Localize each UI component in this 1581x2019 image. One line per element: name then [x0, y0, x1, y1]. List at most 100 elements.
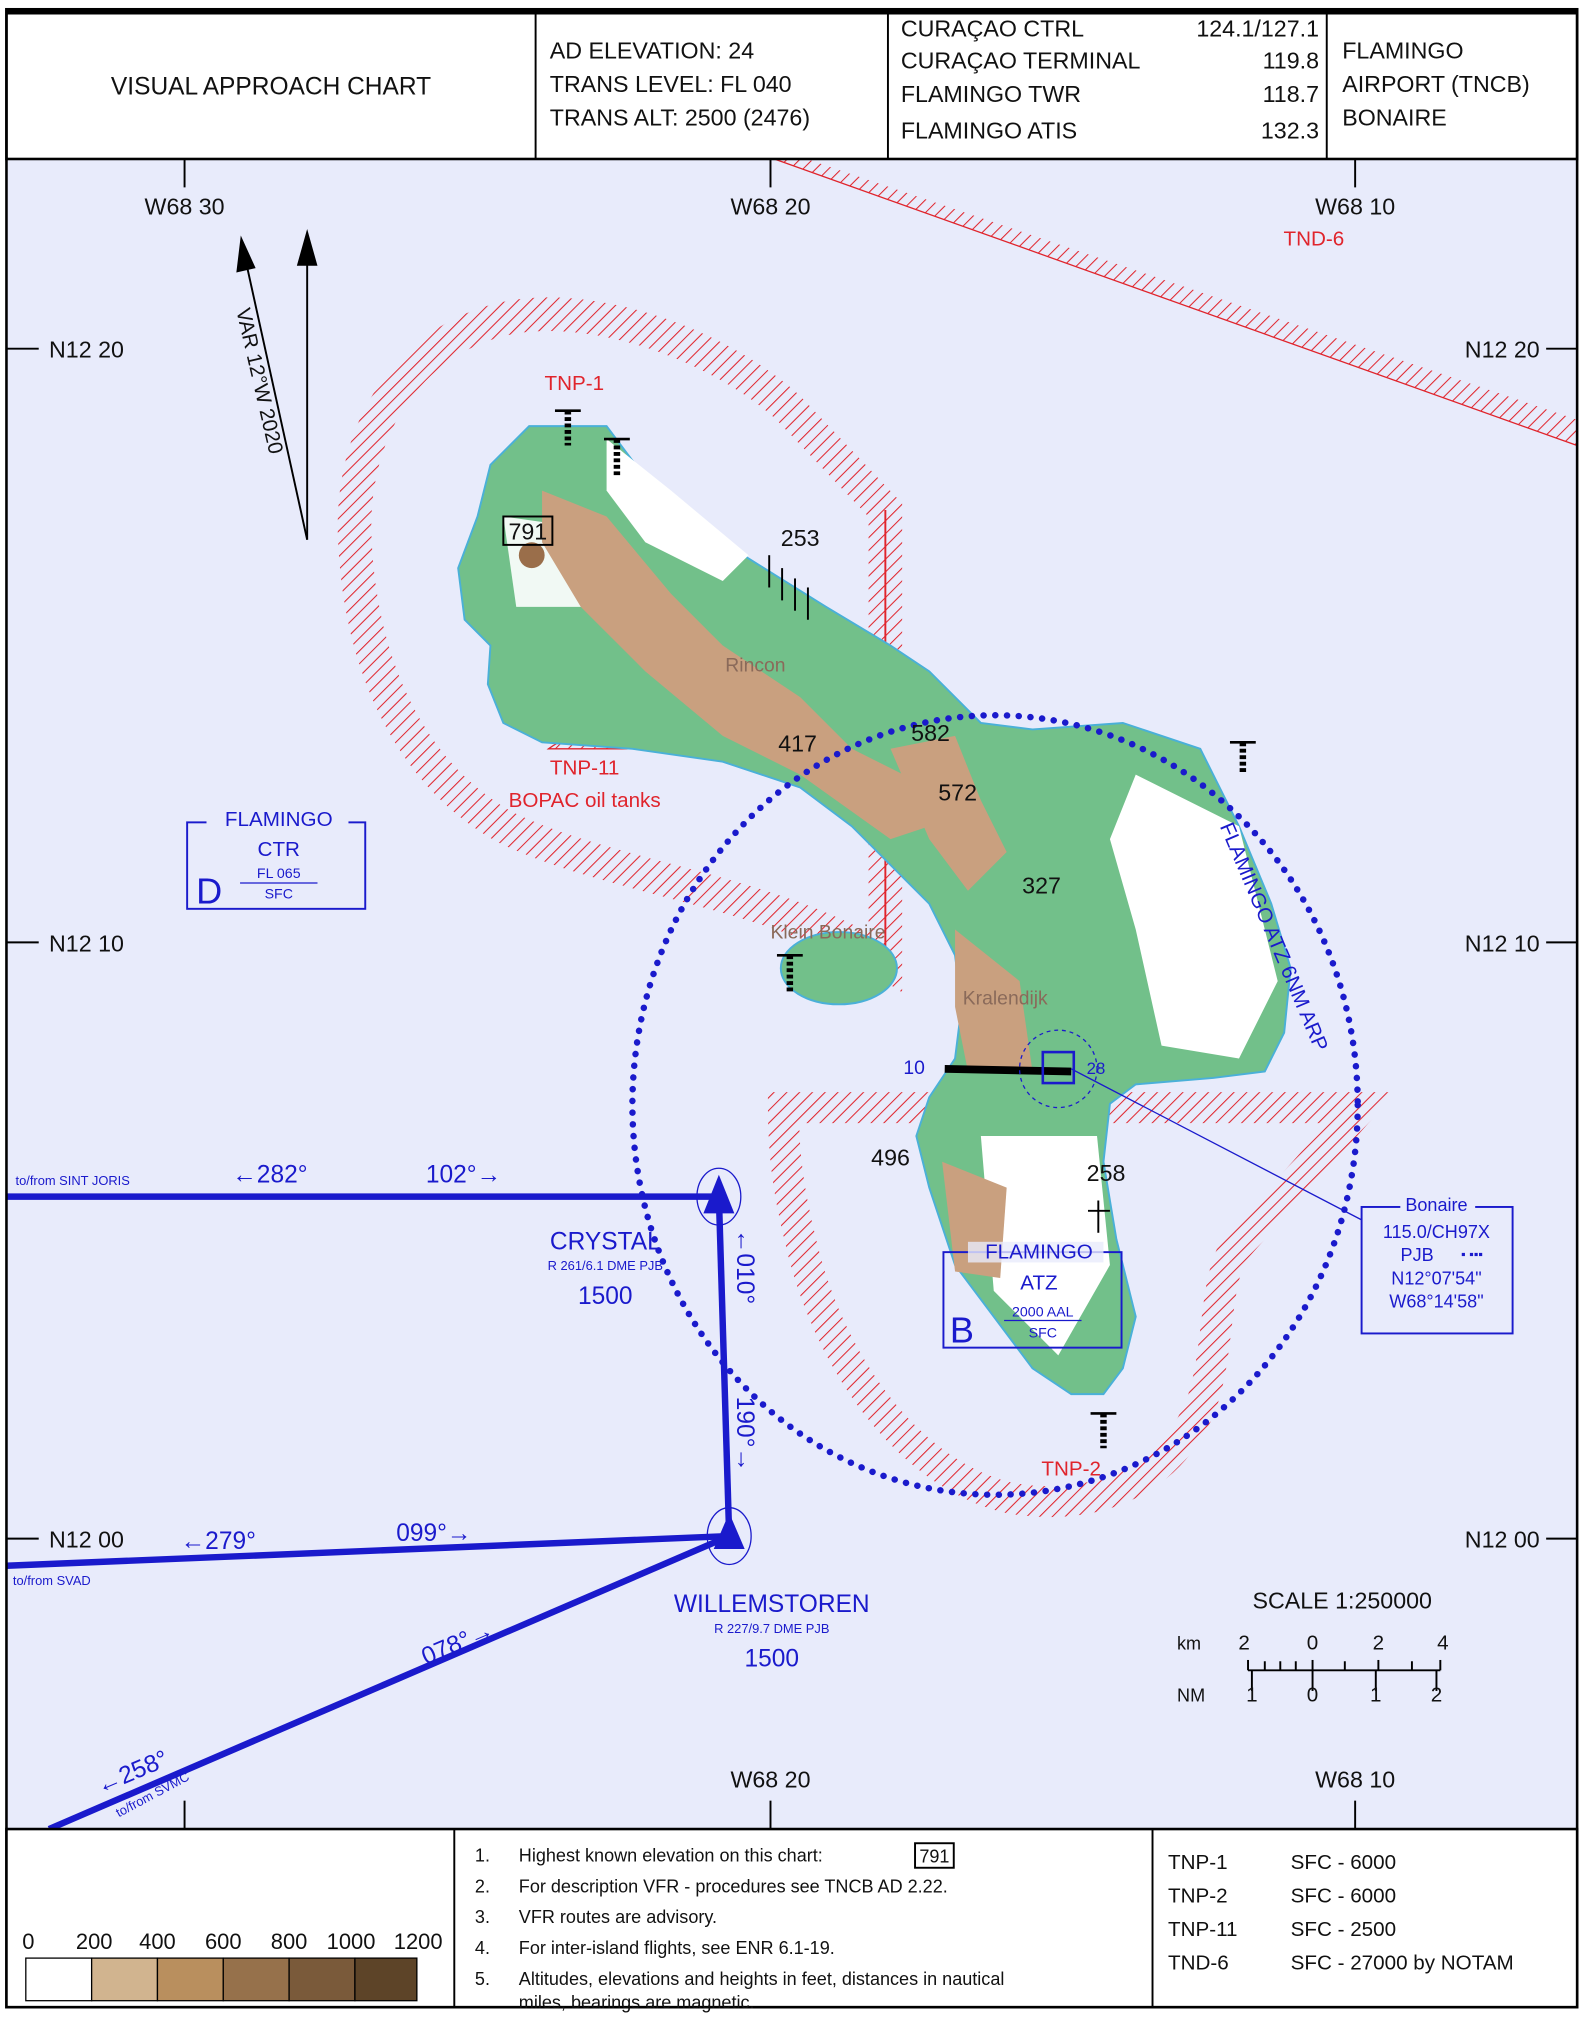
airport-location: BONAIRE — [1342, 104, 1447, 130]
svg-text:4.: 4. — [475, 1938, 490, 1958]
map-area[interactable] — [6, 158, 1578, 1830]
airport-name: FLAMINGO — [1342, 37, 1463, 63]
bonaire-island — [457, 425, 1292, 1396]
svg-text:SFC - 2500: SFC - 2500 — [1291, 1918, 1396, 1941]
svg-text:2000 AAL: 2000 AAL — [1012, 1305, 1074, 1321]
bearing-label: ←010° — [731, 1229, 758, 1304]
crystal-waypoint-icon[interactable] — [696, 1167, 742, 1226]
lon-label: W68 30 — [145, 193, 225, 219]
svg-text:1.: 1. — [475, 1845, 490, 1865]
svg-text:4: 4 — [1437, 1632, 1448, 1655]
route-label: to/from SINT JORIS — [15, 1173, 129, 1188]
tnp1-label: TNP-1 — [545, 372, 605, 395]
svg-text:2: 2 — [1431, 1683, 1442, 1706]
lat-label: N12 10 — [1465, 930, 1540, 956]
highest-elevation-box — [502, 515, 554, 546]
tnp2-area — [767, 1092, 1397, 1518]
lighthouse-icon — [554, 409, 1256, 1449]
ad-elevation: AD ELEVATION: 24 — [550, 37, 754, 63]
tnp2-label: TNP-2 — [1041, 1457, 1101, 1480]
lon-label: W68 20 — [730, 193, 810, 219]
lat-label: N12 10 — [49, 930, 124, 956]
svg-text:PJB: PJB — [1401, 1245, 1434, 1265]
svg-text:132.3: 132.3 — [1261, 117, 1319, 143]
svg-text:CURAÇAO TERMINAL: CURAÇAO TERMINAL — [901, 48, 1141, 74]
elevation-label: 582 — [911, 720, 950, 746]
svg-text:1: 1 — [1370, 1683, 1381, 1706]
elevation-label: 417 — [778, 730, 817, 756]
svg-text:For description VFR - procedur: For description VFR - procedures see TNC… — [519, 1876, 948, 1896]
svg-text:ATZ: ATZ — [1020, 1272, 1057, 1295]
atz-ring — [629, 712, 1361, 1498]
svg-text:Bonaire: Bonaire — [1405, 1195, 1467, 1215]
tnp11-desc: BOPAC oil tanks — [509, 789, 661, 812]
svg-text:NM: NM — [1177, 1685, 1205, 1705]
svg-text:D: D — [196, 871, 222, 912]
svg-text:Highest known elevation on thi: Highest known elevation on this chart: — [519, 1845, 823, 1865]
elevation-label: 572 — [938, 779, 977, 805]
lat-label: N12 20 — [49, 337, 124, 363]
chart-title: VISUAL APPROACH CHART — [111, 73, 431, 100]
airport-name: AIRPORT (TNCB) — [1342, 71, 1529, 97]
tnd6-area — [774, 158, 1578, 447]
svg-text:VFR routes are advisory.: VFR routes are advisory. — [519, 1907, 717, 1927]
svg-text:2: 2 — [1238, 1632, 1249, 1655]
svg-text:124.1/127.1: 124.1/127.1 — [1196, 15, 1319, 41]
svg-text:5.: 5. — [475, 1969, 490, 1989]
klein-bonaire-island — [779, 931, 898, 1006]
svg-text:FL 065: FL 065 — [257, 866, 301, 882]
ctr-box: FLAMINGO CTR D FL 065 SFC — [186, 808, 367, 912]
elevation-label: 253 — [781, 525, 820, 551]
svg-text:B: B — [950, 1309, 974, 1350]
bearing-label: ←279° — [181, 1528, 256, 1555]
svg-text:800: 800 — [271, 1929, 308, 1954]
waypoint-altitude: 1500 — [745, 1645, 800, 1672]
svg-text:2.: 2. — [475, 1876, 490, 1896]
elevation-label: 327 — [1022, 872, 1061, 898]
svg-text:2: 2 — [1373, 1632, 1384, 1655]
lat-label: N12 20 — [1465, 337, 1540, 363]
svg-text:118.7: 118.7 — [1263, 81, 1319, 107]
svg-text:600: 600 — [205, 1929, 242, 1954]
waypoint-name: CRYSTAL — [550, 1229, 661, 1256]
svg-text:115.0/CH97X: 115.0/CH97X — [1383, 1222, 1490, 1242]
chart-footer: 0 200 400 600 800 1000 1200 1.Highest kn… — [5, 1827, 1579, 2012]
svg-text:SFC: SFC — [1029, 1325, 1057, 1341]
svg-text:791: 791 — [919, 1847, 949, 1867]
svg-text:TNP-2: TNP-2 — [1168, 1885, 1228, 1908]
trans-alt: TRANS ALT: 2500 (2476) — [550, 104, 810, 130]
svg-text:200: 200 — [76, 1929, 113, 1954]
bearing-label: 099°→ — [396, 1520, 471, 1547]
waypoint-name: WILLEMSTOREN — [674, 1591, 870, 1618]
scale-bar: SCALE 1:250000 km 2 0 2 4 NM 1 0 1 2 — [1177, 1587, 1449, 1706]
rwy28-label: 28 — [1087, 1059, 1106, 1078]
willemstoren-waypoint-icon[interactable] — [706, 1507, 752, 1566]
wind-turbine-icon — [768, 555, 1110, 1233]
svg-text:SFC - 6000: SFC - 6000 — [1291, 1851, 1396, 1874]
svg-text:3.: 3. — [475, 1907, 490, 1927]
arp-marker — [1041, 1050, 1076, 1085]
waypoint-altitude: 1500 — [578, 1283, 633, 1310]
runway — [944, 1064, 1072, 1076]
svg-text:119.8: 119.8 — [1263, 48, 1319, 74]
svg-text:TNP-11: TNP-11 — [1168, 1918, 1238, 1941]
chart-header: VISUAL APPROACH CHART AD ELEVATION: 24 T… — [5, 7, 1579, 161]
trans-level: TRANS LEVEL: FL 040 — [550, 71, 792, 97]
rwy10-label: 10 — [903, 1057, 925, 1079]
svg-text:FLAMINGO: FLAMINGO — [225, 808, 333, 831]
svg-text:W68°14'58": W68°14'58" — [1389, 1292, 1483, 1312]
bearing-label: ←282° — [232, 1161, 307, 1188]
svg-text:For inter-island flights, see: For inter-island flights, see ENR 6.1-19… — [519, 1938, 835, 1958]
svg-text:miles, bearings are magnetic.: miles, bearings are magnetic. — [519, 1992, 755, 2012]
svg-text:N12°07'54": N12°07'54" — [1391, 1268, 1481, 1288]
svg-text:TNP-1: TNP-1 — [1168, 1851, 1228, 1874]
lat-label: N12 00 — [49, 1527, 124, 1553]
svg-text:1000: 1000 — [327, 1929, 376, 1954]
vfr-routes — [6, 1193, 733, 1833]
elevation-label: 258 — [1087, 1160, 1126, 1186]
lat-label: N12 00 — [1465, 1527, 1540, 1553]
svg-text:0: 0 — [22, 1929, 34, 1954]
bearing-label: 102°→ — [426, 1161, 501, 1188]
